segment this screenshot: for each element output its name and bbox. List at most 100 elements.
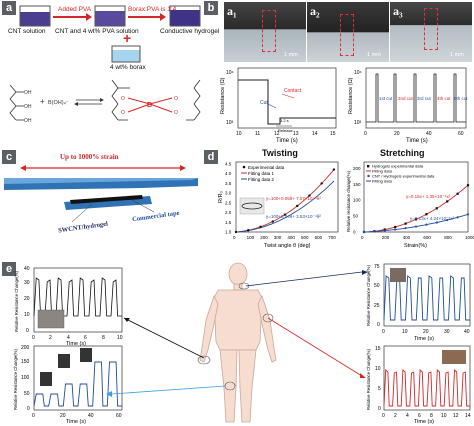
ytick: 0 [26,328,29,334]
legend-item: Experimental data [248,165,285,170]
yticks: 0 50 100 150 200 [21,345,30,412]
head [228,262,248,286]
stretch-ylabel: Relative resistance change(%) [346,170,351,232]
ytick: 150 [21,359,30,365]
yticks: 0 10 20 30 40 [24,266,30,334]
ylabel: Relative Resistance Change(%) [366,349,371,410]
legend-item: Fitting data 1 [248,171,275,176]
ytick: 1.0 [225,230,232,235]
xtick: 8 [430,413,433,419]
ytick: 40 [24,266,30,272]
data-point [383,228,386,231]
ytick: 3.5 [225,181,232,186]
twist-legend: Experimental data Fitting data 1 Fitting… [241,165,285,182]
legend-marker [367,174,370,178]
data-point [296,204,299,208]
img-label-a2: a₂ [310,4,320,18]
xtick: 12 [274,131,280,137]
twisted-sample [241,202,263,210]
img-label-a1: a₁ [227,4,237,18]
chart-e-bottom-right: 0 2 4 6 8 10 12 14 0 5 10 15 Time (s) Re… [366,345,471,425]
chart-e-top-left: 0 2 4 6 8 10 0 10 20 30 40 Time (s) Rela… [14,266,123,347]
xtick: 20 [394,131,400,137]
ytick: 2.0 [225,210,232,215]
xtick: 40 [426,131,432,137]
xtick: 12 [453,413,459,419]
xtick: 100 [247,235,255,240]
hydrogel-strip [70,195,143,204]
ytick: 1.5 [225,220,232,225]
right-leg [238,349,257,423]
contact-pointer [281,93,295,99]
reaction-plus: + [40,97,45,106]
resistance-trace [238,79,336,125]
ytick: 5 [378,386,381,392]
experimental-points [234,168,336,234]
cut-label-1: 1st cut [379,96,393,101]
photo-inset-throat [390,268,406,282]
data-point [394,225,397,229]
plot-frame [33,345,123,411]
ytick: 200 [353,166,361,171]
strip-highlight [4,178,198,184]
cut-region-box-2 [340,14,354,56]
xtick: 20 [423,329,429,335]
ylabel: Relative Resistance Change(%) [13,349,18,410]
data-point [362,230,366,234]
ytick: 10 [375,366,381,372]
neck [233,283,243,291]
data-point [456,192,459,195]
xtick: 200 [260,235,268,240]
twisting-title: Twisting [262,148,298,158]
xtick: 800 [444,235,452,240]
xtick: 30 [444,329,450,335]
borate-bonds [127,97,173,113]
legend-item: CNT / Hydrogels experimental data [372,174,435,179]
resistance-trace [366,73,466,123]
plot-frame [383,263,471,327]
img-label-a3: a₃ [393,4,403,18]
photo-inset-knee-1 [40,372,52,386]
micrograph-a2 [307,2,389,62]
xtick: 14 [465,413,471,419]
twist-photo-inset [239,197,265,215]
xtick: 2 [49,335,52,341]
chart-resistance-single-cut: 10⁴ 10³ Cut Contact 3.2 s Release 10 11 … [220,67,337,144]
ytick: 10 [24,312,30,318]
twist-ylabel: R/R₀ [218,191,224,203]
ylabel: Relative Resistance Change(%) [14,271,19,332]
xtick: 15 [330,131,336,137]
legend-item: Hydrogels experimental data [372,164,424,169]
xlabel-right: Time (s) [406,138,428,144]
plot-frame [365,67,467,129]
boron-center: B [147,102,152,109]
o-atom-4: O [174,110,178,116]
ylabel: Relative Resistance Change(%) [366,265,371,326]
xtick: 0 [382,329,385,335]
signal-trace [383,369,470,407]
xtick: 40 [464,329,470,335]
panel-label-b: b [204,1,218,15]
plot-frame [235,161,339,233]
panel-label-c: c [2,150,16,164]
cut-pointer [267,103,277,109]
experimental-points [362,184,470,234]
ylabel-left: Resistance (Ω) [220,77,226,114]
xticks: 0 2 4 6 8 10 12 14 [382,413,471,419]
panel-c-illustration [4,165,198,223]
annotation-release: Release [278,128,293,133]
data-point [383,229,386,232]
annotation-cut: Cut [260,100,268,106]
cut-region-box-1 [262,10,276,52]
xtick: 60 [116,413,122,419]
data-point [446,200,449,203]
yticks: 0 25 50 75 [374,264,380,328]
ytick: 4.0 [225,171,232,176]
stretch-eq1: y=0.15x+ 1.35×10⁻⁴x² [406,194,451,199]
plot-frame [383,345,471,411]
data-point [404,227,407,230]
legend-marker [242,165,246,169]
boron-group: B(OH)₄⁻ [48,100,69,106]
ytick: 0 [377,322,380,328]
